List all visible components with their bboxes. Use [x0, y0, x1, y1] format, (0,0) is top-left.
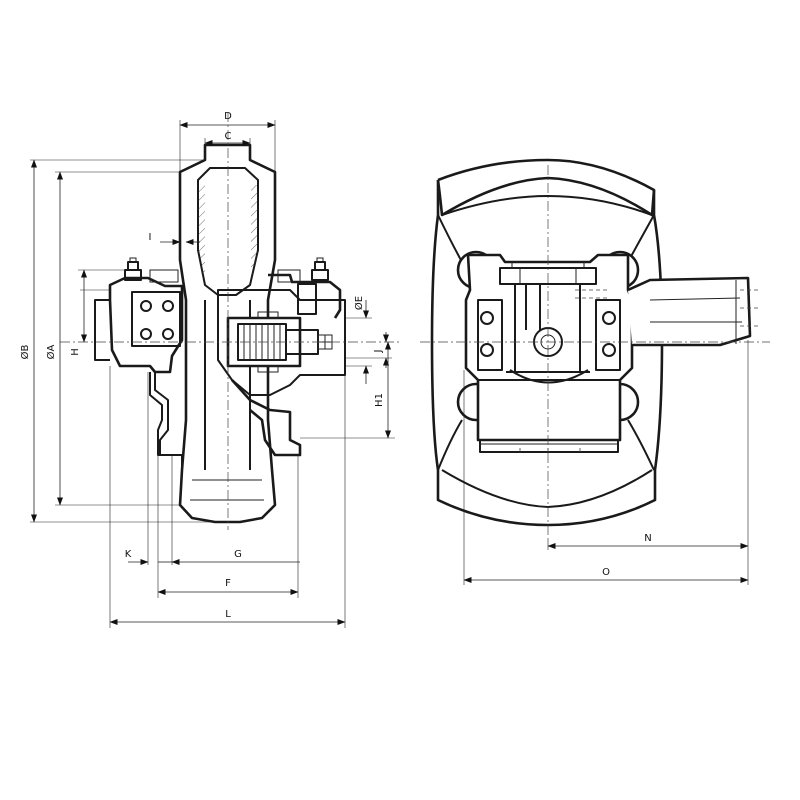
bracket-right: [268, 273, 342, 319]
lower-box: [478, 379, 620, 453]
label-H-left: H: [70, 348, 81, 356]
bracket-left: [108, 276, 184, 374]
wheel-lower-arc: [441, 469, 653, 508]
label-A: ØA: [45, 344, 57, 359]
label-F: F: [225, 578, 231, 589]
bolt-hole-right-bottom: [602, 343, 616, 357]
plate-right: [595, 299, 621, 371]
side-view: [420, 158, 770, 540]
label-B: ØB: [19, 344, 31, 359]
bolt-right: [311, 257, 329, 281]
hidden-lines-top: [575, 289, 610, 299]
hub-arc: [509, 369, 589, 384]
label-E: ØE: [353, 296, 365, 310]
seal-top: [257, 311, 279, 319]
section-view: [60, 112, 400, 530]
label-L: L: [225, 609, 231, 620]
bolt-hole-left-bottom: [480, 343, 494, 357]
arm-hidden: [740, 289, 760, 327]
label-J: J: [373, 350, 384, 354]
label-D: D: [224, 111, 232, 122]
bracket-hole-3: [162, 300, 174, 312]
label-K: K: [125, 549, 132, 560]
label-I: I: [149, 232, 152, 243]
top-block-detail: [511, 262, 585, 284]
bracket-hole-4: [162, 328, 174, 340]
wheel-tread-lines: [190, 479, 264, 501]
rim-hatch-right: [251, 185, 258, 285]
central-members: [514, 284, 581, 372]
bolt-hole-right-top: [602, 311, 616, 325]
hub-lower: [231, 379, 302, 457]
bolt-hole-left-top: [480, 311, 494, 325]
label-G: G: [234, 549, 242, 560]
seal-bottom: [257, 365, 279, 373]
label-O: O: [602, 567, 610, 578]
bracket-hole-1: [140, 300, 152, 312]
label-C: C: [225, 131, 232, 142]
housing-body: [464, 253, 634, 442]
dimensions-right: N O: [463, 340, 749, 585]
plate-left: [477, 299, 503, 371]
bracket-plate: [131, 291, 181, 347]
arm-detail: [649, 280, 742, 344]
dimensions-left: D C I ØB ØA H ØE J: [19, 111, 395, 628]
label-N: N: [644, 533, 651, 544]
bracket-hole-2: [140, 328, 152, 340]
flange-arc-left: [437, 214, 463, 471]
wheel-rim: [178, 143, 277, 524]
arm-extension: [627, 276, 752, 347]
bracket-right-plate: [297, 283, 317, 315]
bracket-side: [94, 299, 175, 456]
clamp-left-hatch: [149, 269, 179, 283]
bolt-left: [124, 257, 142, 281]
label-H1: H1: [374, 393, 385, 407]
clamp-right-hatch: [277, 269, 301, 283]
rim-hatch-left: [198, 185, 205, 285]
lower-flange: [154, 372, 183, 470]
